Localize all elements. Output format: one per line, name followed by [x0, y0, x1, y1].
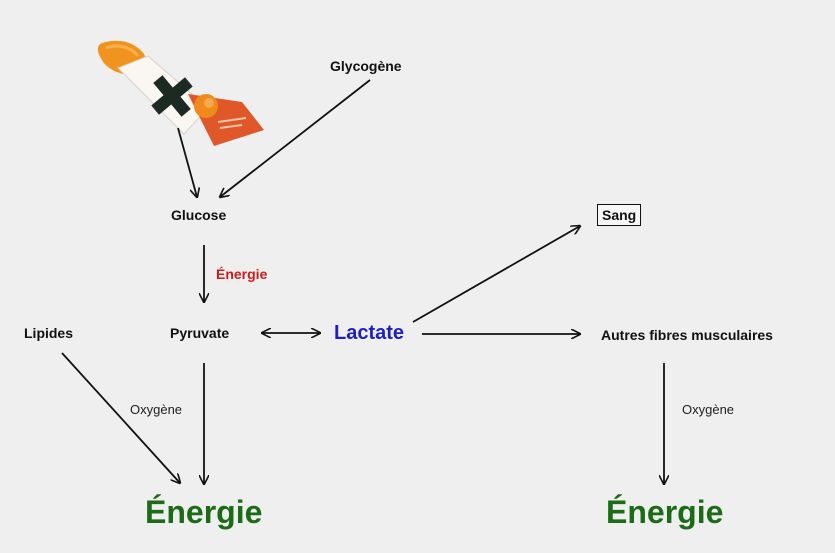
- arrow-lactate-to-sang: [412, 226, 580, 323]
- arrow-lipides-to-energie: [61, 352, 180, 483]
- energy-gel-pack-icon: [97, 40, 264, 146]
- label-oxygene-right: Oxygène: [682, 402, 735, 417]
- node-sang: Sang: [597, 204, 642, 226]
- label-oxygene-left: Oxygène: [130, 402, 183, 417]
- node-glycogene: Glycogène: [330, 58, 402, 74]
- node-glucose: Glucose: [171, 207, 227, 223]
- arrow-product-to-glucose: [177, 127, 197, 197]
- node-lactate: Lactate: [334, 322, 405, 344]
- node-energie-left: Énergie: [145, 494, 263, 530]
- node-energie-right: Énergie: [606, 494, 724, 530]
- arrow-glycogene-to-glucose: [220, 79, 371, 197]
- label-energie-small: Énergie: [216, 266, 268, 282]
- node-lipides: Lipides: [24, 325, 74, 341]
- node-pyruvate: Pyruvate: [170, 325, 230, 341]
- node-autres-fibres: Autres fibres musculaires: [601, 327, 773, 343]
